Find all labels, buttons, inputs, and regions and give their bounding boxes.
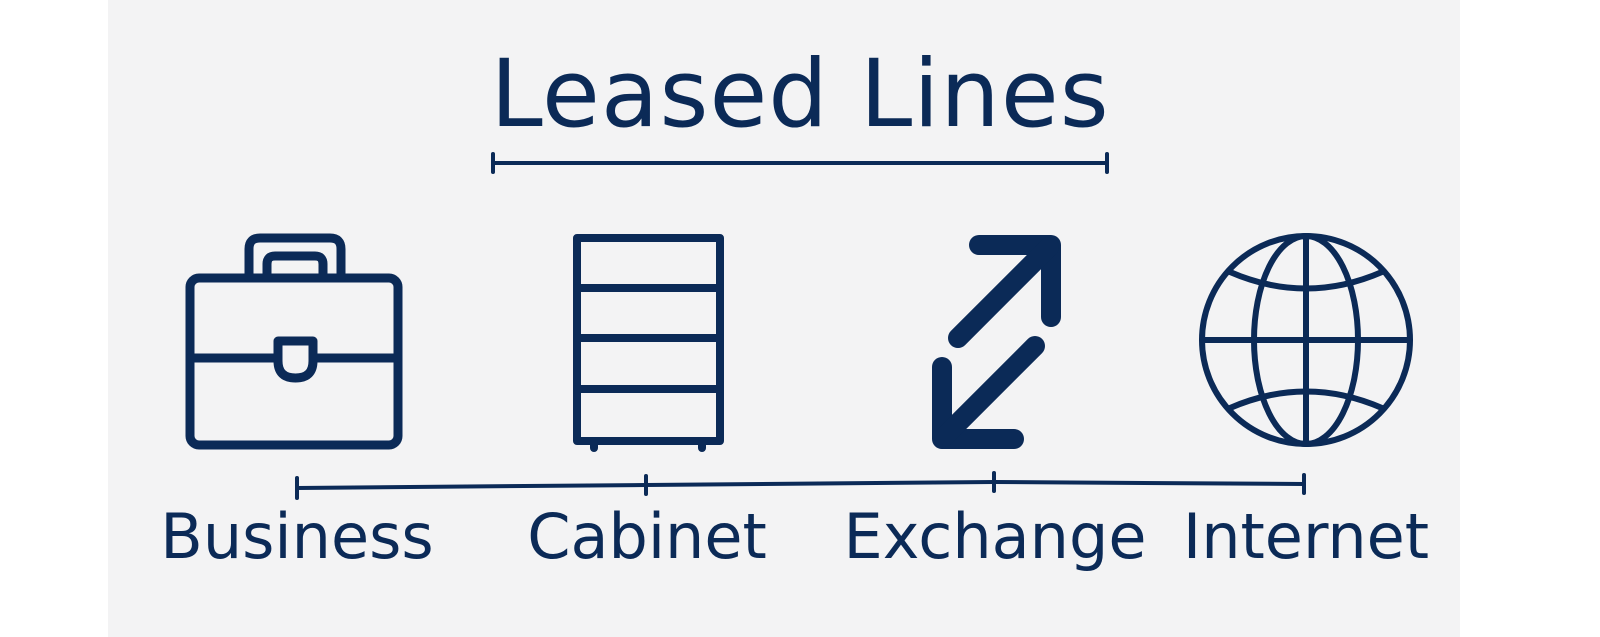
exchange-arrows-icon	[932, 235, 1061, 449]
label-internet: Internet	[1182, 500, 1430, 573]
globe-icon	[1199, 233, 1413, 447]
label-cabinet: Cabinet	[527, 500, 767, 573]
label-business: Business	[160, 500, 434, 573]
diagram-background	[108, 0, 1460, 637]
connector-line	[295, 471, 1306, 500]
diagram-title: Leased Lines	[490, 40, 1110, 149]
title-span-line	[491, 152, 1109, 174]
briefcase-icon	[185, 233, 403, 450]
label-exchange: Exchange	[843, 500, 1147, 573]
cabinet-icon	[573, 234, 724, 452]
